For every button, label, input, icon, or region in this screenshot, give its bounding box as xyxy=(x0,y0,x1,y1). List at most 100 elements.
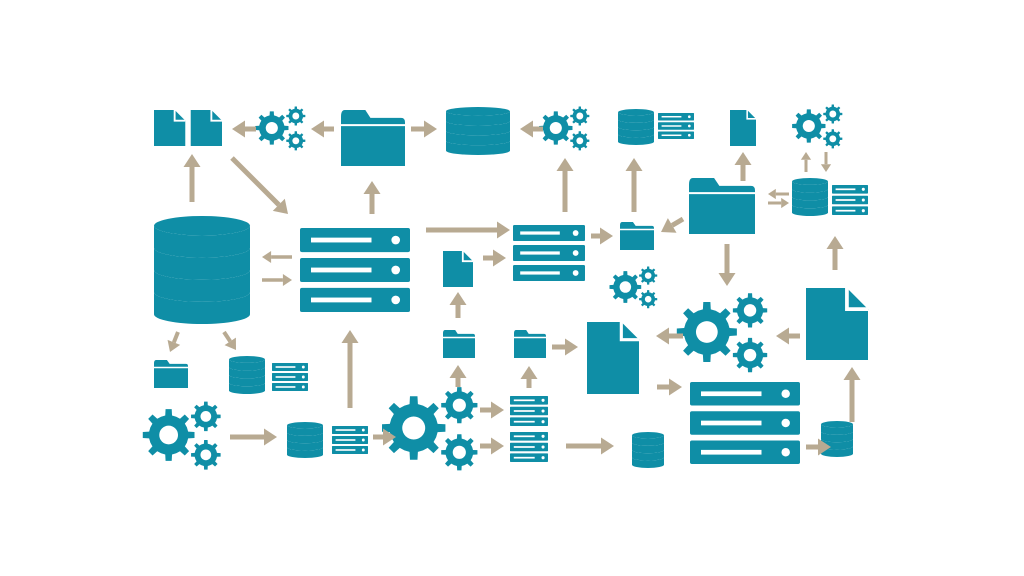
server-rack-icon-part xyxy=(311,267,372,273)
flow-arrow-part xyxy=(734,152,752,165)
server-rack-icon-part xyxy=(835,188,856,191)
database-icon-part xyxy=(821,421,853,428)
server-rack-icon-part xyxy=(335,429,356,431)
gears-icon-part xyxy=(265,121,278,135)
flow-arrow xyxy=(311,120,334,138)
flow-arrow xyxy=(566,437,614,455)
gears-icon-part xyxy=(829,135,837,143)
folder-icon-part xyxy=(620,222,654,250)
flow-arrow-part xyxy=(565,338,578,356)
gears-icon-part xyxy=(292,112,300,120)
flow-arrow-part xyxy=(230,156,281,207)
gears-icon-part xyxy=(292,137,300,145)
database-icon xyxy=(287,422,323,459)
server-rack-icon-part xyxy=(301,365,305,369)
flow-arrow-part xyxy=(383,428,396,446)
gears-icon xyxy=(142,401,221,470)
server-rack-icon-part xyxy=(661,125,682,127)
document-icon xyxy=(587,322,639,394)
server-rack-icon-part xyxy=(861,187,865,191)
document-icon-part xyxy=(619,322,639,342)
server-rack-icon-part xyxy=(513,456,535,459)
flow-arrow-part xyxy=(520,366,538,379)
flow-arrow xyxy=(480,401,504,419)
folder-icon xyxy=(689,178,755,234)
database-icon-part xyxy=(618,109,654,116)
flow-arrow-part xyxy=(341,330,359,343)
database-icon xyxy=(154,216,250,324)
flow-arrow xyxy=(768,188,789,200)
gears-icon xyxy=(792,104,843,149)
flow-arrow xyxy=(591,227,613,245)
server-rack-icon-part xyxy=(701,420,762,426)
server-rack-icon xyxy=(832,185,868,215)
gears-icon xyxy=(676,293,768,373)
gears-icon-part xyxy=(695,321,718,343)
server-rack-icon-part xyxy=(275,366,296,368)
folder-icon-part xyxy=(154,360,188,388)
server-rack-icon-part xyxy=(275,386,296,388)
document-icon-part xyxy=(461,251,473,263)
server-rack-icon-part xyxy=(311,297,372,303)
flow-arrow xyxy=(826,236,844,270)
flow-arrow xyxy=(718,244,736,286)
flow-arrow-part xyxy=(818,438,831,456)
server-rack-icon-part xyxy=(361,438,365,442)
gears-icon-part xyxy=(619,281,632,293)
server-rack-icon-part xyxy=(687,124,691,128)
server-rack-icon-part xyxy=(513,410,535,412)
flow-arrow xyxy=(656,327,683,345)
flow-arrow-part xyxy=(781,197,789,209)
flow-arrow xyxy=(800,152,812,172)
server-rack-icon-part xyxy=(687,133,691,137)
server-rack-icon-part xyxy=(572,270,579,276)
server-rack-icon-part xyxy=(311,237,372,243)
database-icon xyxy=(446,107,510,155)
folder-icon xyxy=(341,110,405,166)
flow-arrow-part xyxy=(172,331,180,344)
server-rack-icon-part xyxy=(572,230,579,236)
flow-arrow-part xyxy=(800,152,812,160)
document-icon-part xyxy=(806,288,868,360)
database-icon-part xyxy=(632,432,664,439)
folder-icon xyxy=(620,222,654,250)
flow-arrow xyxy=(230,428,277,446)
gears-icon-part xyxy=(200,411,212,422)
flow-arrow xyxy=(167,331,181,352)
flow-arrow-part xyxy=(272,198,288,214)
folder-icon-part xyxy=(341,110,405,166)
gears-icon xyxy=(609,266,658,309)
gears-icon-part xyxy=(802,119,815,133)
server-rack-icon-part xyxy=(520,231,560,235)
gears-icon-part xyxy=(200,449,212,461)
flow-arrow-part xyxy=(224,337,236,350)
flow-arrow-part xyxy=(449,365,467,378)
documents-pair-icon xyxy=(154,110,222,146)
server-rack-icon-part xyxy=(391,265,401,275)
flow-arrow-part xyxy=(311,120,324,138)
database-icon-part xyxy=(287,422,323,429)
server-rack-icon-part xyxy=(335,439,356,441)
server-rack-icon-part xyxy=(781,448,790,457)
flow-arrow-part xyxy=(449,292,467,305)
gears-icon-part xyxy=(159,425,179,445)
gears-icon xyxy=(539,106,590,151)
flow-arrow-part xyxy=(424,120,437,138)
gears-icon-part xyxy=(452,398,466,412)
server-rack-icon-part xyxy=(861,198,865,202)
gears-icon-part xyxy=(576,137,584,145)
server-rack-icon-part xyxy=(513,399,535,402)
flow-arrow xyxy=(222,330,236,350)
flow-arrow xyxy=(552,338,578,356)
server-rack-icon-part xyxy=(835,209,856,212)
server-rack-icon-part xyxy=(541,409,545,413)
flow-arrow xyxy=(373,428,396,446)
document-icon-part xyxy=(845,288,868,311)
flow-arrow-part xyxy=(669,378,682,396)
flow-arrow-part xyxy=(232,120,245,138)
server-rack-icon-part xyxy=(541,434,545,438)
flow-arrow xyxy=(820,152,832,172)
flow-arrow xyxy=(483,249,506,267)
flow-arrow-part xyxy=(843,367,861,380)
